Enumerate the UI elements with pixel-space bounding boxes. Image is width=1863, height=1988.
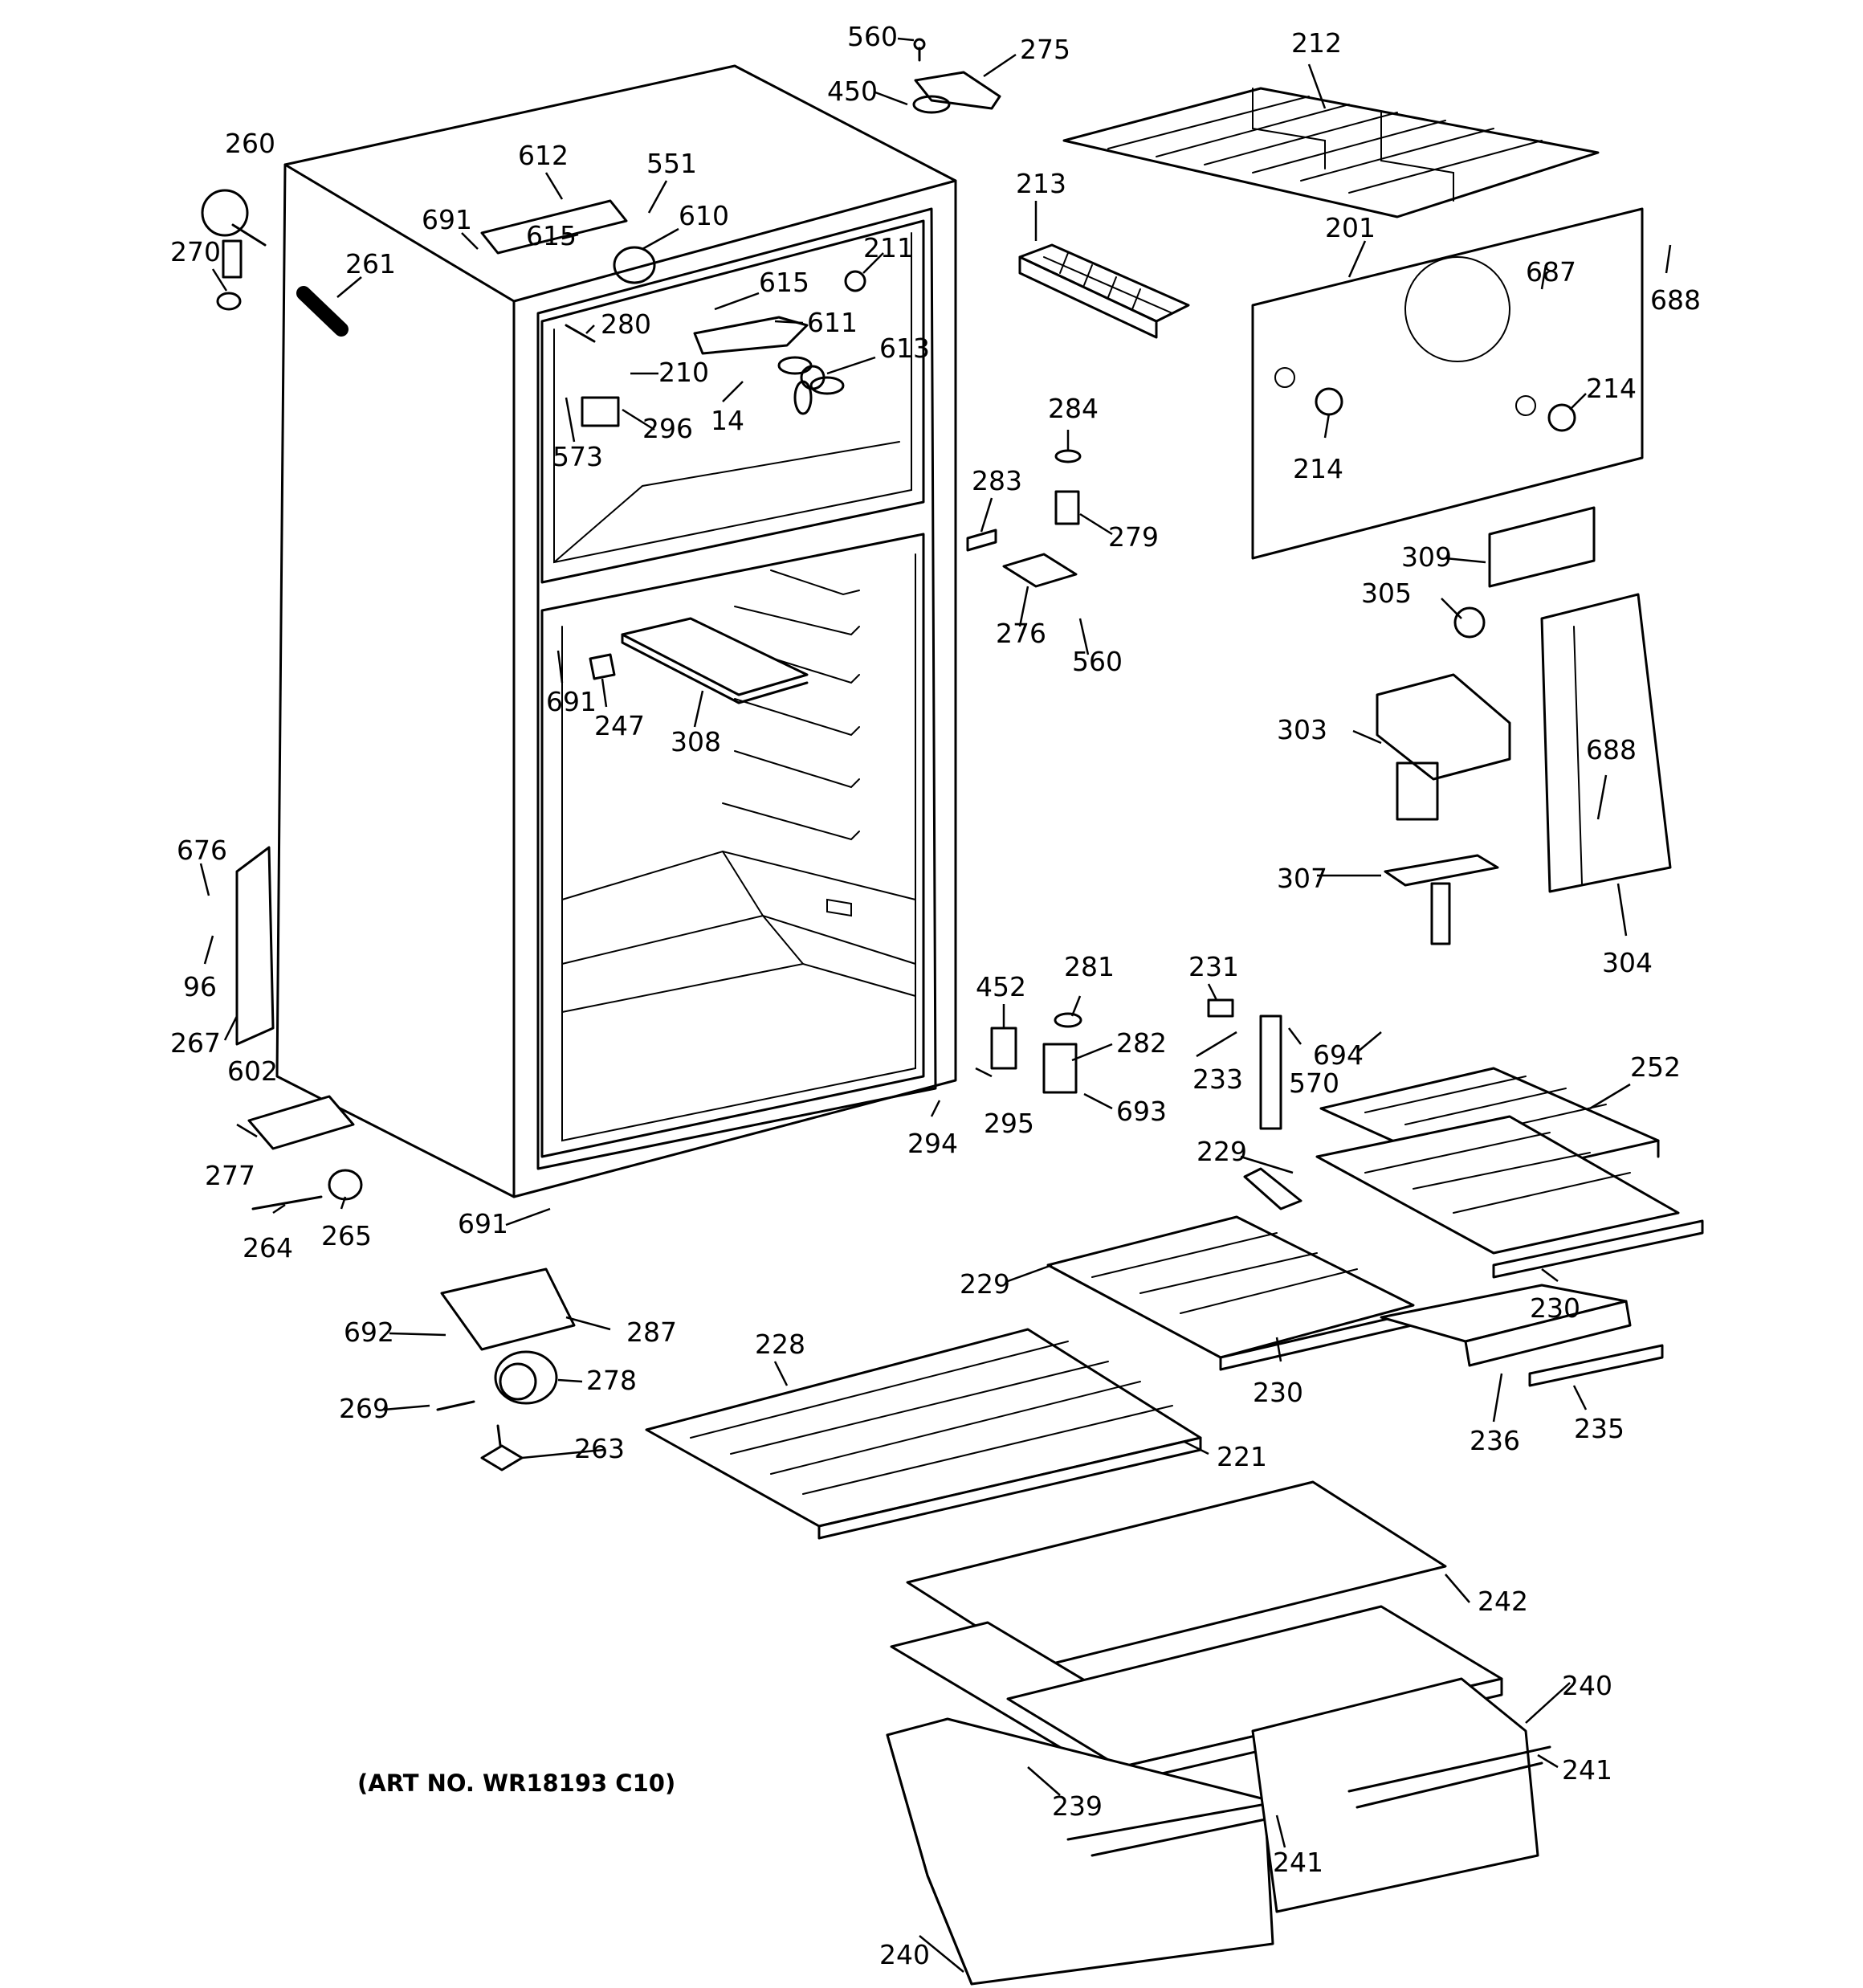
callout-213: 213 (1016, 168, 1066, 199)
callout-241-right: 241 (1562, 1754, 1612, 1786)
callout-276: 276 (996, 618, 1046, 649)
callout-688-top: 688 (1650, 284, 1701, 316)
ice-tray (1018, 243, 1190, 339)
callout-613: 613 (879, 333, 930, 364)
callout-688-duct: 688 (1586, 734, 1637, 765)
callout-96: 96 (183, 971, 217, 1002)
callout-212: 212 (1291, 27, 1342, 59)
callout-693: 693 (1116, 1096, 1167, 1127)
callout-691-bottom: 691 (458, 1208, 508, 1239)
callout-676: 676 (177, 835, 227, 866)
callout-287: 287 (626, 1316, 677, 1348)
wire-freezer-shelf (1062, 87, 1600, 218)
refrigerator-cabinet (275, 64, 957, 1198)
wire-shelf-229-left (1046, 1167, 1431, 1371)
callout-270: 270 (170, 236, 221, 267)
wire-shelf-228 (645, 1328, 1202, 1540)
callout-305: 305 (1361, 578, 1412, 609)
freezer-door-shelf (621, 617, 809, 704)
meat-pan-236 (1380, 1284, 1664, 1387)
callout-283: 283 (972, 465, 1022, 496)
top-hinge (912, 38, 1001, 114)
callout-610: 610 (679, 200, 729, 231)
callout-236: 236 (1470, 1425, 1520, 1456)
callout-307: 307 (1277, 863, 1327, 894)
callout-691-top: 691 (422, 204, 472, 235)
leader-lines (199, 37, 1672, 1973)
callout-692: 692 (344, 1316, 394, 1348)
callout-279: 279 (1108, 521, 1159, 553)
crisper-cover-242 (890, 1480, 1503, 1785)
callout-240-right: 240 (1562, 1670, 1612, 1701)
callout-615-left: 615 (526, 220, 577, 251)
callout-263: 263 (574, 1433, 625, 1464)
callout-309: 309 (1401, 541, 1452, 573)
callout-296: 296 (642, 413, 693, 444)
callout-281: 281 (1064, 951, 1115, 982)
crisper-drawer-right (1251, 1677, 1551, 1913)
door-rail-set (722, 569, 860, 841)
callout-570: 570 (1289, 1067, 1339, 1099)
callout-235: 235 (1574, 1413, 1625, 1444)
callout-551: 551 (646, 148, 697, 179)
callout-210: 210 (658, 357, 709, 388)
callout-294: 294 (907, 1128, 958, 1159)
callout-602: 602 (227, 1055, 278, 1087)
callout-247: 247 (594, 710, 645, 741)
callout-452: 452 (976, 971, 1026, 1002)
callout-284: 284 (1048, 393, 1099, 424)
wire-shelf-229-right (1315, 1115, 1704, 1279)
callout-264: 264 (243, 1232, 293, 1263)
callout-214-right: 214 (1586, 373, 1637, 404)
callout-303: 303 (1277, 714, 1327, 745)
callout-694: 694 (1313, 1039, 1364, 1071)
callout-687: 687 (1526, 256, 1576, 288)
callout-239: 239 (1052, 1790, 1103, 1822)
callout-261: 261 (345, 248, 396, 280)
callout-228: 228 (755, 1329, 805, 1360)
small-parts (201, 189, 1672, 1472)
callout-560-lower: 560 (1072, 646, 1123, 677)
crisper-drawer-left (886, 1717, 1294, 1986)
callout-295: 295 (984, 1108, 1034, 1139)
callout-612: 612 (518, 140, 569, 171)
callout-230-left: 230 (1253, 1377, 1303, 1408)
callout-211: 211 (863, 232, 914, 263)
callout-labels: 560 275 450 212 260 612 551 213 691 615 … (170, 21, 1701, 1970)
callout-278: 278 (586, 1365, 637, 1396)
callout-233: 233 (1192, 1063, 1243, 1095)
callout-221: 221 (1217, 1441, 1267, 1472)
callout-615-right: 615 (759, 267, 809, 298)
callout-201: 201 (1325, 212, 1376, 243)
callout-691-mid: 691 (546, 686, 597, 717)
callout-275: 275 (1020, 34, 1070, 65)
callout-229-upper: 229 (1196, 1136, 1247, 1167)
evaporator-cover-panel (1251, 207, 1644, 560)
callout-277: 277 (205, 1160, 255, 1191)
art-number-label: (ART NO. WR18193 C10) (357, 1770, 675, 1797)
callout-269: 269 (339, 1393, 389, 1424)
callout-229-lower: 229 (960, 1268, 1010, 1300)
callout-308: 308 (671, 726, 721, 757)
callout-242: 242 (1478, 1586, 1528, 1617)
callout-280: 280 (601, 308, 651, 340)
callout-611: 611 (807, 307, 858, 338)
callout-214-left: 214 (1293, 453, 1343, 484)
callout-14: 14 (711, 405, 744, 436)
callout-282: 282 (1116, 1027, 1167, 1059)
callout-304: 304 (1602, 947, 1653, 978)
callout-267: 267 (170, 1027, 221, 1059)
callout-241-left: 241 (1273, 1847, 1323, 1878)
callout-260: 260 (225, 128, 275, 159)
callout-240-left: 240 (879, 1939, 930, 1970)
callout-450: 450 (827, 76, 878, 107)
callout-252: 252 (1630, 1051, 1681, 1083)
callout-560-hinge-screw: 560 (847, 21, 898, 52)
callout-231: 231 (1188, 951, 1239, 982)
callout-573: 573 (552, 441, 603, 472)
callout-230-right: 230 (1530, 1292, 1580, 1324)
callout-265: 265 (321, 1220, 372, 1251)
